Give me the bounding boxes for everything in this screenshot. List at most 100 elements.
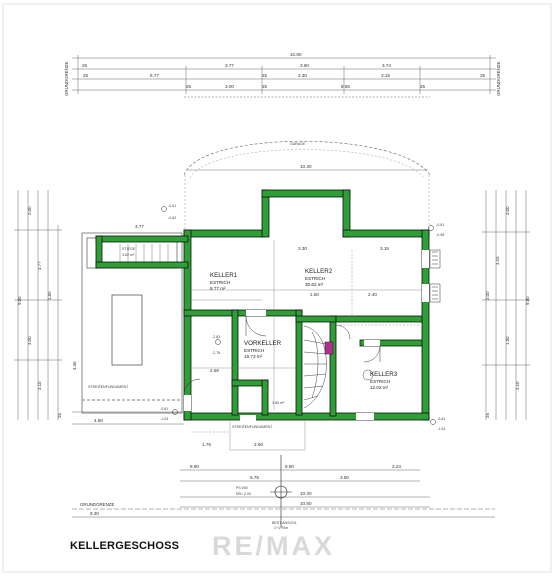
dim-top-1: 10.80 xyxy=(290,52,302,57)
keller3-area: 12.02 m² xyxy=(370,385,389,390)
dim-lv4: 1.50 xyxy=(47,291,52,300)
dim-b1: 8.90 xyxy=(190,464,199,469)
dim-r8: 1.76 xyxy=(202,442,211,447)
keller2-floor: ESTRICH xyxy=(305,276,325,281)
small-room-area: 3.65 m² xyxy=(272,401,285,405)
outer-stair-area: 3.62 m² xyxy=(122,253,135,257)
room-keller2: KELLER2 ESTRICH 30.62 m² xyxy=(305,268,333,287)
dim-rv2: 3.00 xyxy=(505,206,510,215)
dim-r7: 2.56 xyxy=(210,368,219,373)
dim-t3c: 25 xyxy=(262,73,268,78)
interior-dimension-lines xyxy=(191,240,422,451)
floor-drain xyxy=(362,369,374,381)
dim-b8: 9.30 xyxy=(90,511,99,516)
room-keller3: KELLER3 ESTRICH 12.02 m² xyxy=(370,371,398,390)
dim-r2: 3.15 xyxy=(380,246,389,251)
dim-b4: 6.75 xyxy=(250,475,259,480)
dim-b3: 2.24 xyxy=(392,464,401,469)
level-c1: -2.83 xyxy=(212,335,220,339)
dim-t2d: 3.74 xyxy=(382,63,391,68)
vorkeller-name: VORKELLER xyxy=(244,340,282,347)
dim-rv1: 2.00 xyxy=(485,291,490,300)
dim-rv3: 3.15 xyxy=(495,256,500,265)
connection-label: BEST ANSCHL xyxy=(272,521,297,525)
dim-lv3: 3.77 xyxy=(37,261,42,270)
dim-r1: 3.30 xyxy=(298,246,307,251)
level-se1: -0.61 xyxy=(437,417,445,421)
outer-stair-label: STIEGE xyxy=(122,247,136,251)
dim-t4c: 25 xyxy=(262,84,268,89)
dim-t3f: 25 xyxy=(480,73,486,78)
level-ne2: -0.98 xyxy=(436,233,444,237)
outer-stairs xyxy=(119,244,169,264)
dim-b6: 10.30 xyxy=(300,491,312,496)
fundament-bottom: STREIFENFUNDAMENT xyxy=(232,425,273,429)
bottom-dimension-chains xyxy=(72,411,495,518)
dim-t2c: 3.60 xyxy=(300,63,309,68)
ps-value: EB= 2.00 xyxy=(236,492,251,496)
door-openings xyxy=(184,250,429,422)
windows-right xyxy=(429,249,441,303)
dim-rv5: 3.10 xyxy=(515,381,520,390)
level-sw2: -1.04 xyxy=(160,417,168,421)
dim-t4a: 25 xyxy=(186,84,192,89)
dim-t2b: 3.77 xyxy=(225,63,234,68)
interior-staircase xyxy=(303,325,328,409)
left-dimension-chains xyxy=(14,190,62,420)
connection-value: 1+1.75m xyxy=(274,526,288,530)
dim-t3e: 3.15 xyxy=(381,73,390,78)
level-nw1: -0.61 xyxy=(168,204,176,208)
dim-arc: 10.30 xyxy=(300,164,312,169)
dim-b2: 8.80 xyxy=(285,464,294,469)
dim-t3a: 25 xyxy=(83,73,89,78)
vorkeller-floor: ESTRICH xyxy=(244,348,264,353)
dim-lv7: 25 xyxy=(57,413,62,418)
keller3-floor: ESTRICH xyxy=(370,379,390,384)
level-se2: -1.04 xyxy=(437,427,445,431)
keller1-area: 8.77 m² xyxy=(210,286,226,291)
dim-rv7: 25 xyxy=(485,413,490,418)
chimney-marker xyxy=(324,341,334,355)
dim-t4d: 8.55 xyxy=(341,84,350,89)
dim-r10: 3.77 xyxy=(135,224,144,229)
terrace-arc xyxy=(183,140,431,176)
level-c2: -2.78 xyxy=(212,351,220,355)
vorkeller-area: 19.73 m² xyxy=(244,354,263,359)
keller2-area: 30.62 m² xyxy=(305,282,324,287)
dim-b5: 3.50 xyxy=(340,475,349,480)
right-dimension-chains xyxy=(482,190,530,420)
dim-r4: 1.50 xyxy=(310,292,319,297)
walls xyxy=(95,189,430,421)
boundary-left-label: GRUNDGRENZE xyxy=(64,62,69,96)
dim-t3d: 3.30 xyxy=(298,73,307,78)
keller3-name: KELLER3 xyxy=(370,371,398,378)
dim-rv6: 9.80 xyxy=(525,296,530,305)
level-nw2: -0.62 xyxy=(168,216,176,220)
keller1-floor: ESTRICH xyxy=(210,280,230,285)
dim-lv2: 3.00 xyxy=(27,336,32,345)
dim-r5: 4.36 xyxy=(72,361,77,370)
plan-title: KELLERGESCHOSS xyxy=(70,540,180,552)
level-ne1: -0.61 xyxy=(436,223,444,227)
room-keller1: KELLER1 ESTRICH 8.77 m² xyxy=(210,272,238,291)
keller1-name: KELLER1 xyxy=(210,272,238,279)
terrace-arc-inner xyxy=(189,149,425,179)
dim-rv4: 1.50 xyxy=(505,336,510,345)
arc-label: GARAGE xyxy=(290,142,306,146)
keller2-name: KELLER2 xyxy=(305,268,333,275)
watermark-logo: RE/MAX xyxy=(212,531,336,561)
dim-t4b: 3.00 xyxy=(225,84,234,89)
room-vorkeller: VORKELLER ESTRICH 19.73 m² xyxy=(244,340,282,359)
dim-t3b: 6.77 xyxy=(150,73,159,78)
dim-r9: 2.60 xyxy=(254,442,263,447)
dim-r3: 2.40 xyxy=(368,292,377,297)
dim-lv5: 3.10 xyxy=(37,381,42,390)
ps-label: PS #00 xyxy=(236,486,248,490)
dim-t2a: 25 xyxy=(82,63,88,68)
top-dimension-chains xyxy=(72,55,496,98)
sewer-connection xyxy=(270,455,292,528)
dim-t4e: 25 xyxy=(420,84,426,89)
level-sw: -0.81 xyxy=(160,407,168,411)
dim-lv1: 2.00 xyxy=(27,206,32,215)
